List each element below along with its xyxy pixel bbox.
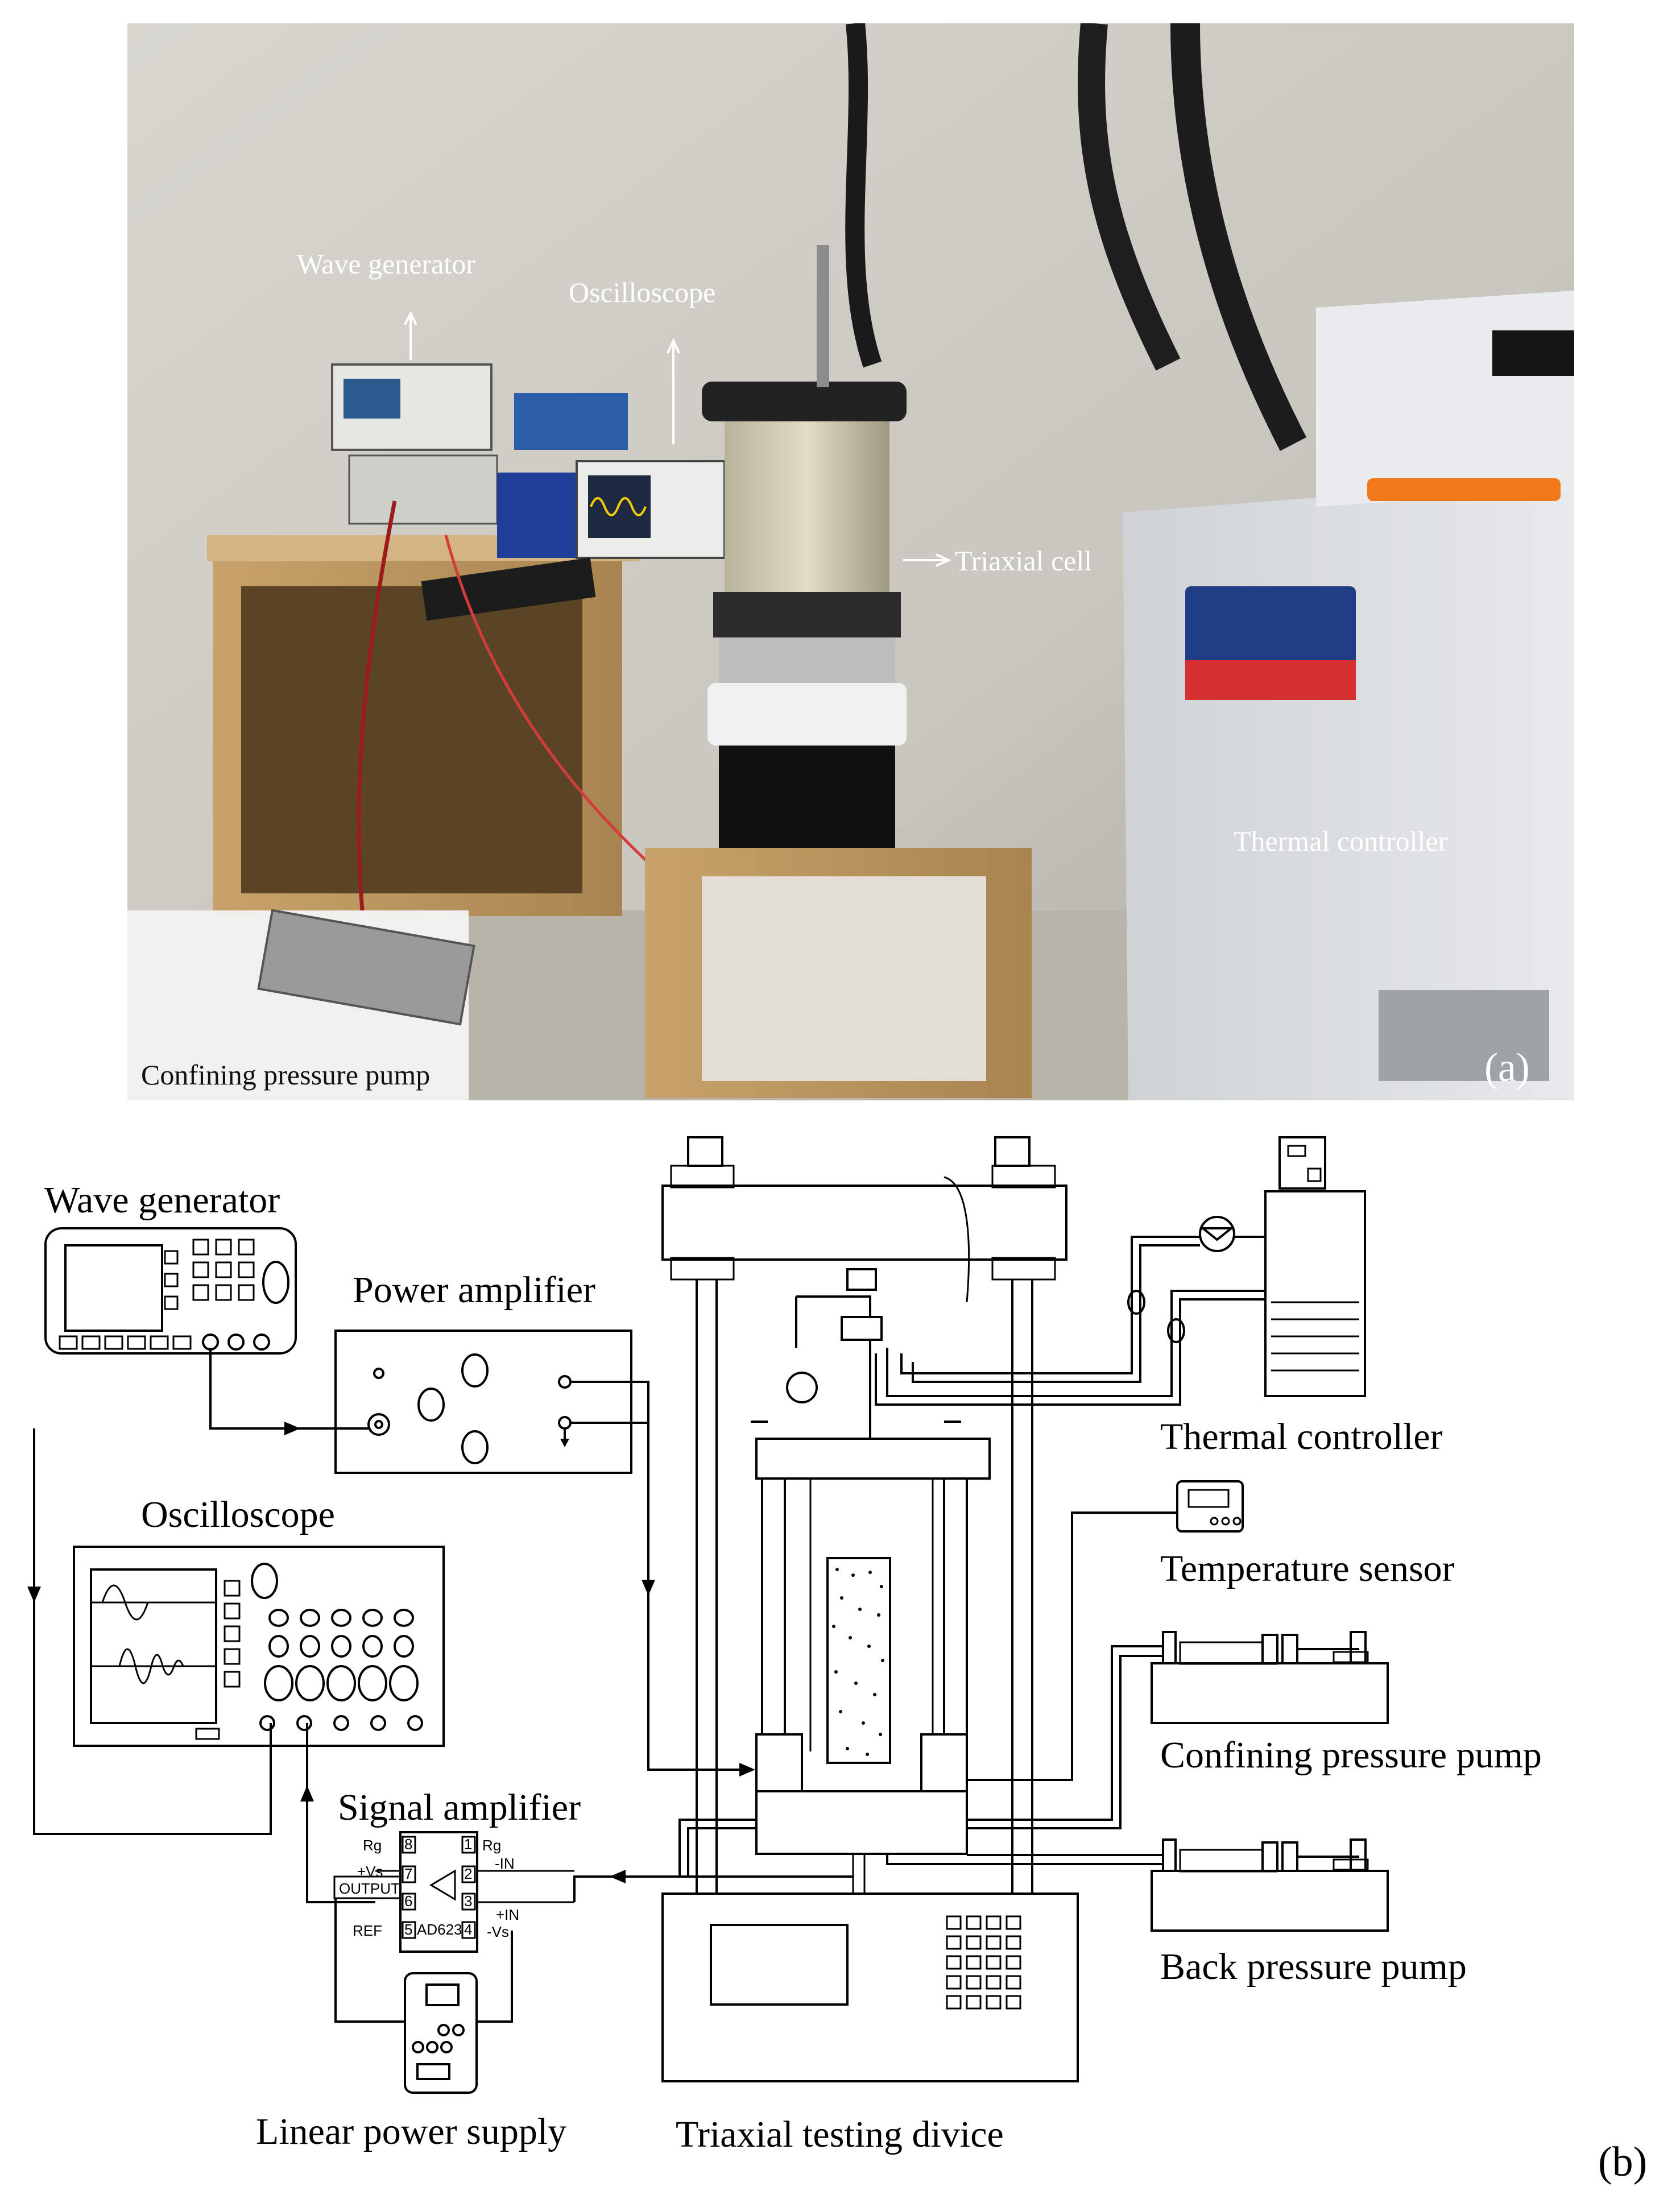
cell-white-ring (707, 683, 907, 746)
oscilloscope-device (73, 1546, 445, 1747)
orange-handle (1367, 478, 1561, 501)
thermal-top (1316, 291, 1574, 507)
crate-inner (702, 876, 986, 1081)
cable (845, 23, 882, 368)
soil-sample (832, 1568, 884, 1756)
power-unit (348, 454, 498, 525)
pin-3: 3 (464, 1892, 472, 1910)
wave-generator-screen (344, 379, 400, 419)
cell-body (725, 421, 889, 598)
photo-label-confining-pressure-pump: Confining pressure pump (141, 1059, 430, 1091)
pin-2: 2 (464, 1865, 472, 1882)
pin-1: 1 (464, 1836, 472, 1853)
pin-label-output: OUTPUT (339, 1880, 400, 1897)
pump-rods (257, 909, 475, 1026)
label-temperature-sensor: Temperature sensor (1160, 1548, 1455, 1589)
laptop (421, 557, 596, 621)
wave-generator-device (44, 1227, 297, 1355)
bench-inner (241, 586, 582, 893)
temperature-sensor-device (967, 1480, 1244, 1781)
label-signal-amplifier: Signal amplifier (338, 1787, 581, 1828)
cable (1170, 23, 1307, 451)
thermal-controller-device (875, 1136, 1366, 1406)
pin-label-vs-minus: -Vs (487, 1923, 509, 1940)
thermal-vent (1379, 990, 1549, 1081)
blue-box (514, 393, 628, 450)
triaxial-frame (661, 1136, 1079, 2082)
pin-6: 6 (404, 1892, 412, 1910)
panel-b-tag: (b) (1598, 2139, 1647, 2185)
oscilloscope-trace-1 (101, 1584, 149, 1621)
photo-label-thermal-controller: Thermal controller (1234, 825, 1448, 857)
thermal-badge-strip (1185, 660, 1356, 700)
back-pressure-pump-device (678, 1819, 1389, 1932)
panel-a-tag: (a) (1484, 1045, 1530, 1090)
label-back-pressure-pump: Back pressure pump (1160, 1946, 1467, 1987)
pin-8: 8 (404, 1836, 412, 1853)
pin-label-in-minus: -IN (495, 1855, 515, 1872)
cell-base (719, 746, 895, 865)
signal-amplifier-chip (333, 1831, 574, 1953)
photo-label-oscilloscope: Oscilloscope (569, 276, 715, 308)
pin-label-vs-plus: +Vs (357, 1863, 383, 1880)
pin-5: 5 (404, 1921, 412, 1938)
photo-label-wave-generator: Wave generator (297, 248, 475, 280)
pin-label-ref: REF (353, 1922, 382, 1939)
pin-label-rg-right: Rg (482, 1837, 501, 1854)
chip-name: AD623 (417, 1921, 462, 1938)
photo-label-triaxial-cell: Triaxial cell (955, 545, 1092, 577)
label-oscilloscope: Oscilloscope (141, 1494, 335, 1535)
keypad (946, 1915, 1021, 2010)
linear-power-supply-device (334, 1898, 513, 2094)
cell-ring (713, 592, 901, 637)
cell-band (719, 637, 895, 683)
label-confining-pressure-pump: Confining pressure pump (1160, 1734, 1542, 1776)
label-triaxial-testing-device: Triaxial testing divice (676, 2114, 1004, 2155)
cell-top-plate (702, 382, 907, 421)
oscilloscope-trace (590, 497, 647, 516)
cell-rod (817, 245, 829, 387)
label-thermal-controller: Thermal controller (1160, 1416, 1443, 1457)
label-linear-power-supply: Linear power supply (256, 2111, 566, 2152)
label-wave-generator: Wave generator (44, 1179, 280, 1221)
pin-label-in-plus: +IN (496, 1906, 519, 1923)
power-amplifier-device (334, 1330, 632, 1474)
confining-pressure-pump-device (967, 1631, 1389, 1829)
photo-panel: Wave generator Oscilloscope Triaxial cel… (127, 23, 1574, 1100)
pin-7: 7 (404, 1865, 412, 1882)
pin-4: 4 (464, 1921, 472, 1938)
signal-wires (27, 1348, 853, 1903)
label-power-amplifier: Power amplifier (353, 1269, 595, 1311)
pin-label-rg-left: Rg (363, 1837, 382, 1854)
oscilloscope-trace-2 (118, 1648, 184, 1684)
thermal-display (1492, 330, 1574, 376)
cable (1078, 23, 1181, 371)
